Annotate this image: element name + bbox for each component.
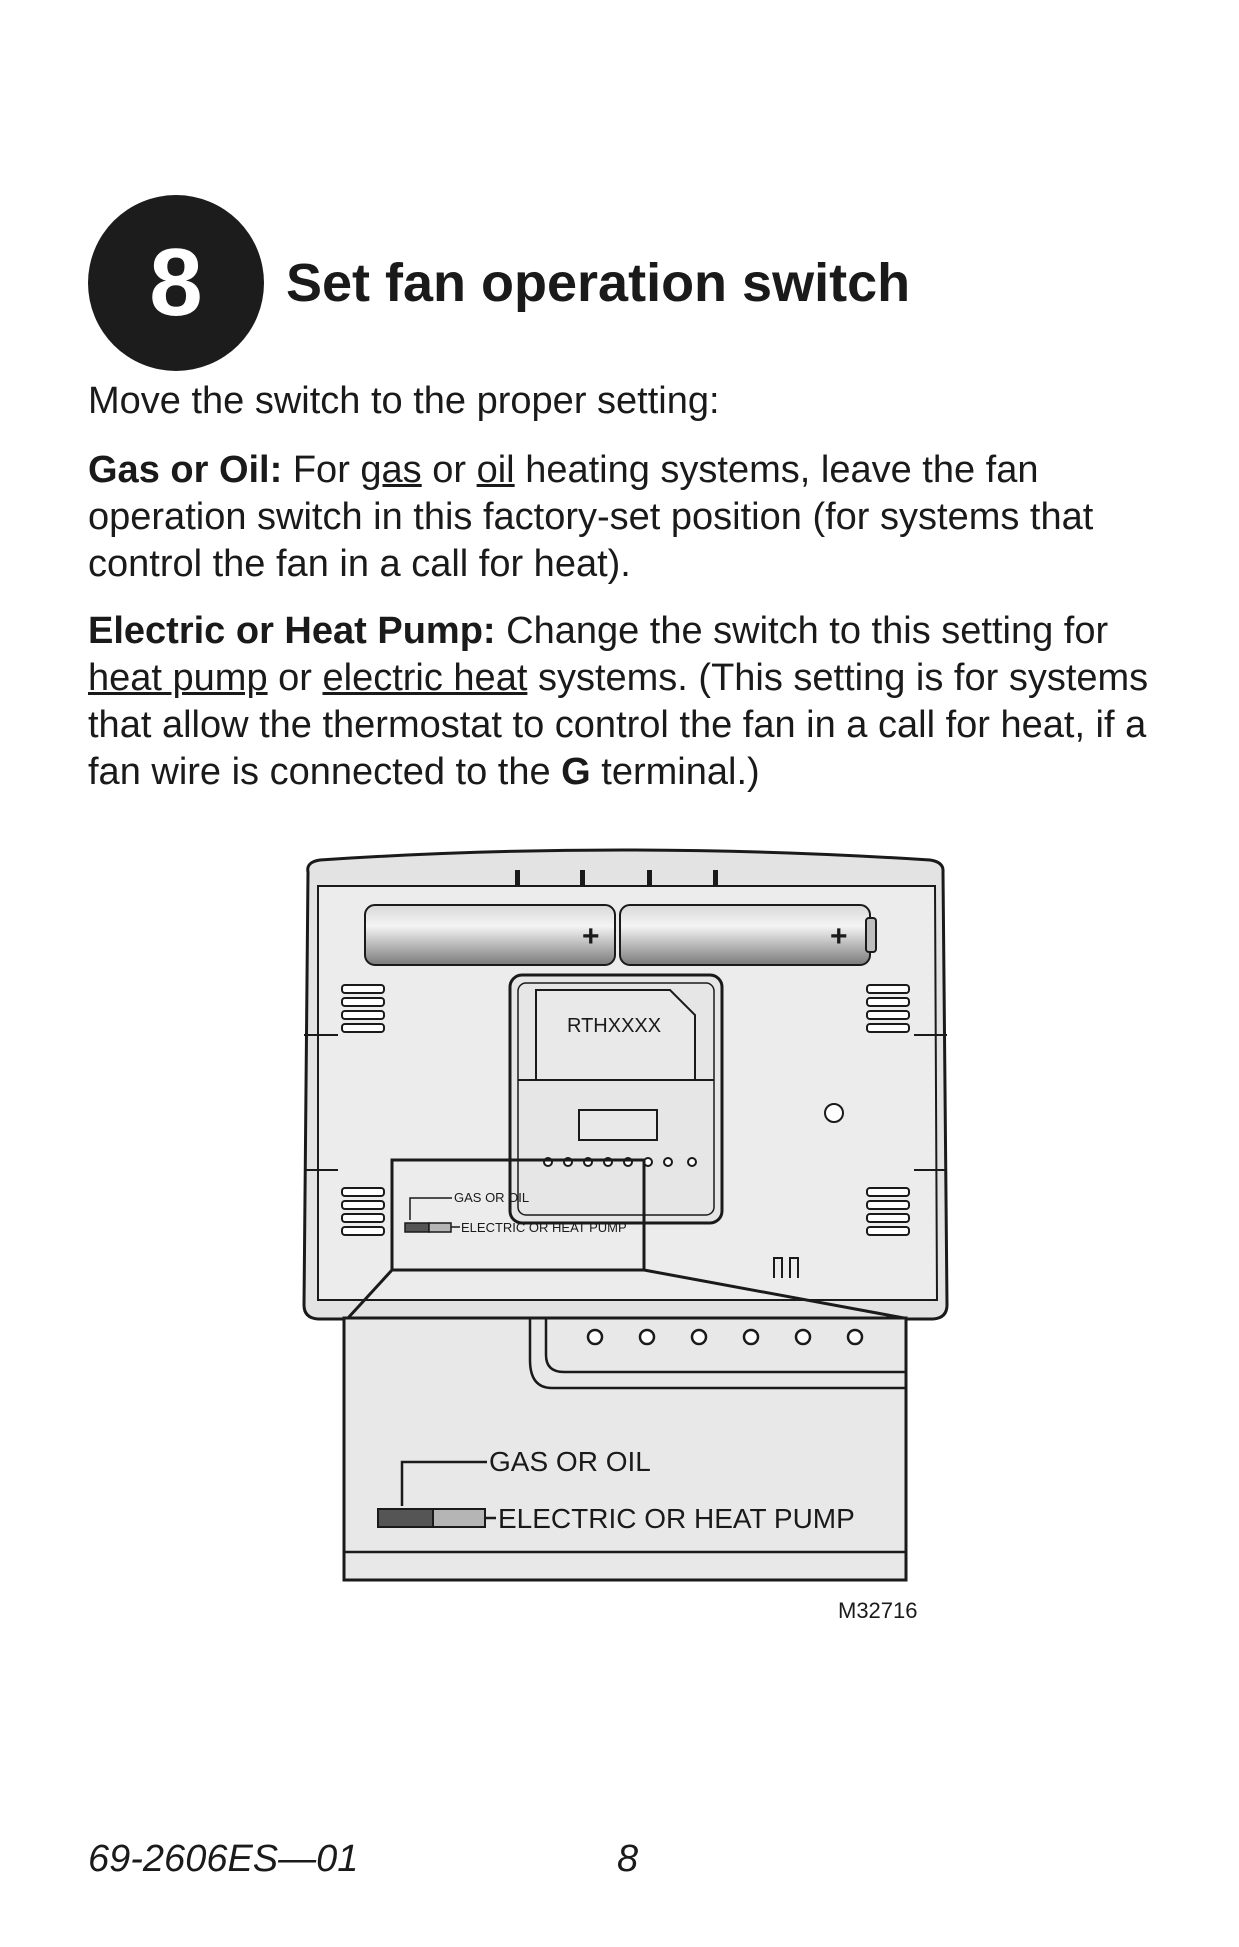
central-module: RTHXXXX	[508, 973, 724, 1225]
zoom-gas-oil-label: GAS OR OIL	[489, 1446, 651, 1477]
electric-text-4: terminal.)	[601, 751, 760, 793]
zoom-electric-label: ELECTRIC OR HEAT PUMP	[498, 1503, 855, 1534]
small-electric-label: ELECTRIC OR HEAT PUMP	[461, 1220, 627, 1235]
zoom-line-left	[346, 1268, 394, 1320]
screw-hole	[824, 1103, 844, 1123]
small-switch-region: GAS OR OIL ELECTRIC OR HEAT PUMP	[390, 1158, 646, 1272]
battery-right: +	[619, 904, 877, 966]
electric-underline-heat-pump: heat pump	[88, 657, 268, 699]
gas-oil-text-2: or	[432, 449, 467, 491]
electric-paragraph: Electric or Heat Pump: Change the switch…	[88, 608, 1168, 796]
gas-oil-text-3: heating systems, leave the fan operation…	[88, 449, 1094, 585]
gas-oil-underline-gas: gas	[360, 449, 422, 491]
gas-oil-label: Gas or Oil:	[88, 449, 283, 491]
battery-plus-left: +	[582, 920, 600, 953]
model-label: RTHXXXX	[567, 1015, 661, 1037]
zoom-detail-box: GAS OR OIL ELECTRIC OR HEAT PUMP	[342, 1316, 908, 1582]
gas-oil-underline-oil: oil	[476, 449, 515, 491]
electric-text-2: or	[278, 657, 312, 699]
wire-tabs	[773, 1257, 799, 1278]
g-terminal-label: G	[561, 751, 591, 793]
small-gas-oil-label: GAS OR OIL	[454, 1190, 529, 1205]
thermostat-diagram: + + RTHXXXX	[290, 840, 960, 1660]
electric-text-1: Change the switch to this setting for	[506, 610, 1109, 652]
figure-code: M32716	[838, 1598, 918, 1623]
electric-label: Electric or Heat Pump:	[88, 610, 496, 652]
gas-oil-paragraph: Gas or Oil: For gas or oil heating syste…	[88, 447, 1168, 588]
electric-underline-electric-heat: electric heat	[322, 657, 528, 699]
gas-oil-text-1: For	[292, 449, 350, 491]
step-title: Set fan operation switch	[286, 253, 911, 313]
page-number: 8	[617, 1838, 639, 1880]
battery-plus-right: +	[830, 920, 848, 953]
intro-text: Move the switch to the proper setting:	[88, 380, 720, 422]
electric-text-3: systems. (This setting is for systems th…	[88, 657, 1149, 793]
vent-slots	[341, 984, 910, 1236]
step-number-badge: 8	[88, 195, 264, 371]
step-number: 8	[149, 229, 203, 336]
battery-left: +	[364, 904, 616, 966]
zoom-line-right	[643, 1268, 905, 1320]
document-code: 69-2606ES—01	[88, 1838, 359, 1880]
